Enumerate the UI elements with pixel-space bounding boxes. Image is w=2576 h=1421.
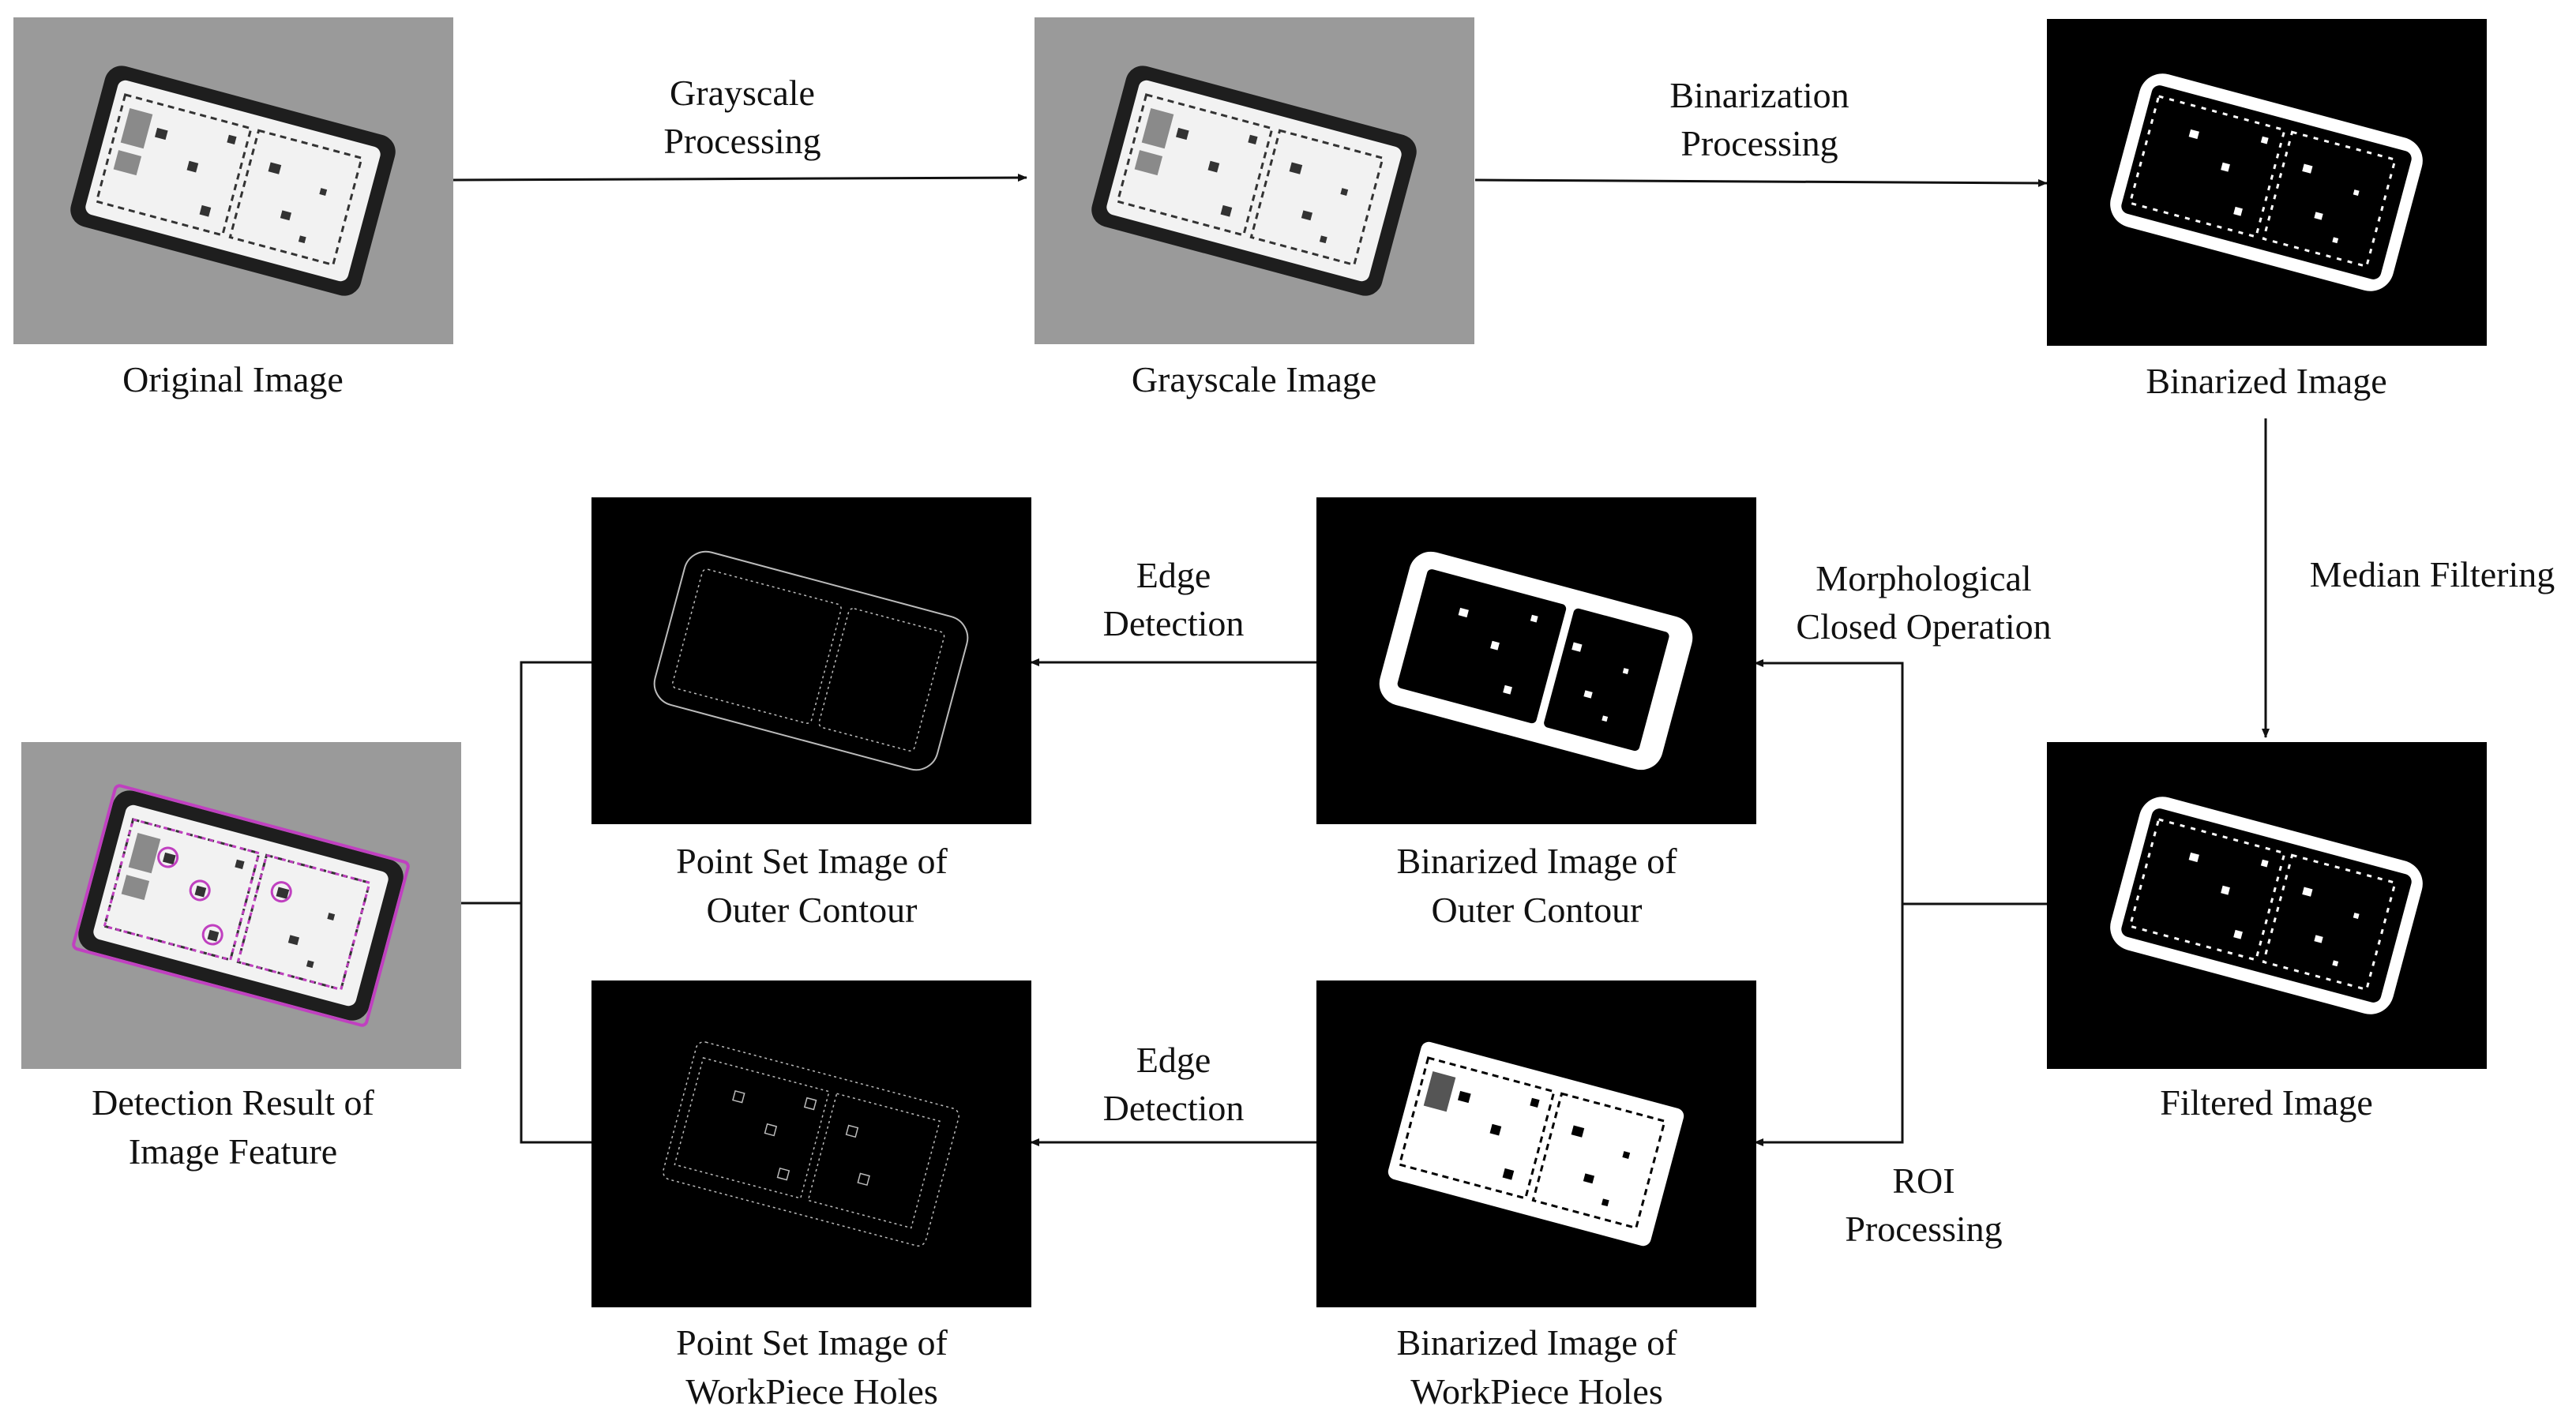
workpiece-holes-point-set-image xyxy=(591,980,1031,1307)
binarized-image-caption: Binarized Image xyxy=(1990,357,2543,406)
caption-line: WorkPiece Holes xyxy=(1410,1371,1663,1412)
label-line: Median Filtering xyxy=(2309,554,2555,594)
caption-line: Original Image xyxy=(122,359,344,399)
original-image xyxy=(13,17,453,344)
filtered-image-caption: Filtered Image xyxy=(1990,1078,2543,1127)
grayscale-processing-label: Grayscale Processing xyxy=(545,69,940,165)
label-line: ROI xyxy=(1892,1160,1955,1201)
outer-contour-binarized-image xyxy=(1316,497,1756,824)
workpiece-holes-point-set-caption: Point Set Image of WorkPiece Holes xyxy=(535,1318,1088,1416)
original-image-caption: Original Image xyxy=(0,355,509,404)
caption-line: Detection Result of xyxy=(92,1082,374,1123)
caption-line: Point Set Image of xyxy=(676,1322,948,1363)
edge-detection-outer-label: Edge Detection xyxy=(976,551,1371,647)
label-line: Detection xyxy=(1102,603,1245,643)
detection-result-caption: Detection Result of Image Feature xyxy=(0,1078,509,1176)
label-line: Morphological xyxy=(1816,558,2032,598)
arrow-grayscale-processing xyxy=(452,174,1027,182)
roi-processing-label: ROI Processing xyxy=(1726,1157,2121,1253)
label-line: Processing xyxy=(1680,123,1838,163)
arrow-binarization-processing xyxy=(1474,178,2048,187)
label-line: Edge xyxy=(1136,1040,1211,1080)
grayscale-image xyxy=(1035,17,1474,344)
caption-line: Binarized Image of xyxy=(1396,841,1677,881)
outer-contour-binarized-caption: Binarized Image of Outer Contour xyxy=(1260,837,1813,935)
edge-detection-holes-label: Edge Detection xyxy=(976,1036,1371,1132)
workpiece-holes-binarized-caption: Binarized Image of WorkPiece Holes xyxy=(1260,1318,1813,1416)
filtered-image xyxy=(2047,742,2487,1069)
median-filtering-label: Median Filtering xyxy=(2235,550,2576,598)
label-line: Edge xyxy=(1136,555,1211,595)
label-line: Grayscale xyxy=(670,73,815,113)
morphological-closed-operation-label: Morphological Closed Operation xyxy=(1726,554,2121,651)
caption-line: WorkPiece Holes xyxy=(685,1371,938,1412)
caption-line: Image Feature xyxy=(128,1131,338,1172)
outer-contour-point-set-caption: Point Set Image of Outer Contour xyxy=(535,837,1088,935)
label-line: Processing xyxy=(663,121,821,161)
label-line: Binarization xyxy=(1669,75,1849,115)
caption-line: Binarized Image xyxy=(2146,361,2387,401)
arrow-roi-processing xyxy=(1754,904,1904,1146)
label-line: Detection xyxy=(1102,1088,1245,1128)
label-line: Processing xyxy=(1845,1209,2003,1249)
detection-result-image xyxy=(21,742,461,1069)
caption-line: Filtered Image xyxy=(2160,1082,2373,1123)
caption-line: Grayscale Image xyxy=(1131,359,1377,399)
caption-line: Binarized Image of xyxy=(1396,1322,1677,1363)
workpiece-holes-binarized-image xyxy=(1316,980,1756,1307)
arrow-morphological-closed xyxy=(1754,659,1904,904)
binarization-processing-label: Binarization Processing xyxy=(1562,71,1957,167)
caption-line: Outer Contour xyxy=(1431,890,1643,930)
caption-line: Outer Contour xyxy=(706,890,918,930)
binarized-image xyxy=(2047,19,2487,346)
grayscale-image-caption: Grayscale Image xyxy=(978,355,1530,404)
caption-line: Point Set Image of xyxy=(676,841,948,881)
outer-contour-point-set-image xyxy=(591,497,1031,824)
label-line: Closed Operation xyxy=(1796,606,2052,647)
